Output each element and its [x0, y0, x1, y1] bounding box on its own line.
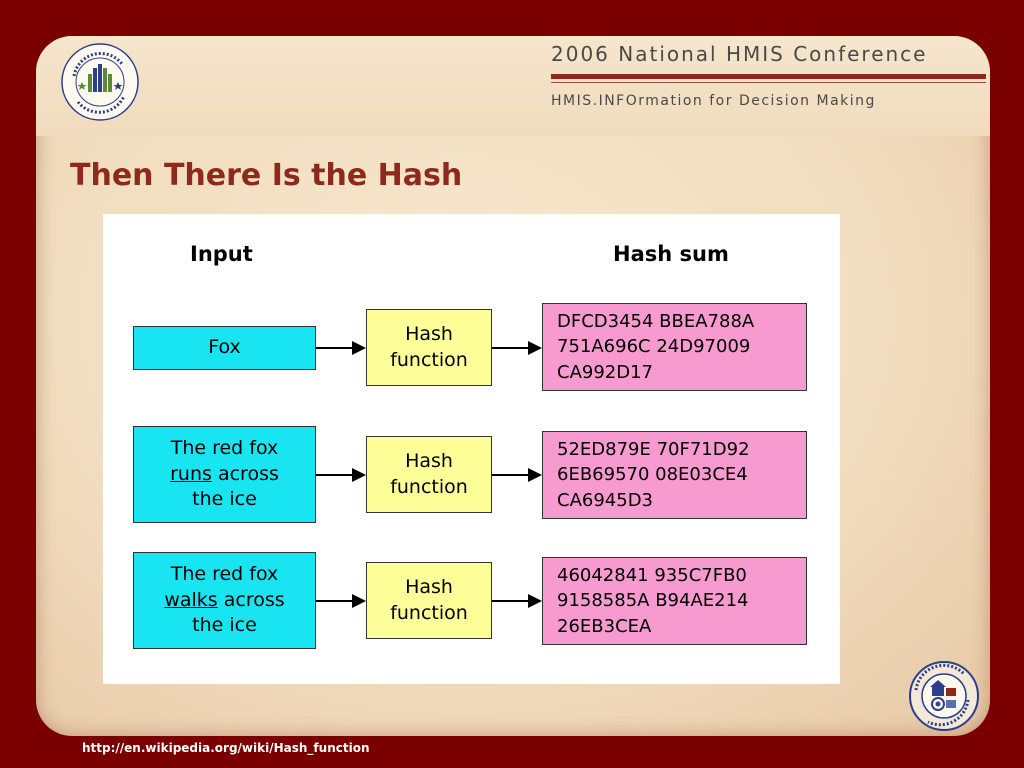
- header-rule: [551, 74, 986, 79]
- underlined-word: walks: [164, 588, 218, 611]
- input-line: Fox: [208, 336, 241, 359]
- header-rule-thin: [551, 82, 986, 83]
- hash-function-box: Hash function: [366, 436, 492, 513]
- hash-sum-box: 46042841 935C7FB0 9158585A B94AE214 26EB…: [542, 557, 807, 645]
- hash-line: CA992D17: [557, 361, 654, 383]
- hash-line: DFCD3454 BBEA788A: [557, 311, 755, 333]
- input-line: walks across: [164, 588, 285, 611]
- hash-sum-column-header: Hash sum: [613, 242, 729, 266]
- hash-sum-box: 52ED879E 70F71D92 6EB69570 08E03CE4 CA69…: [542, 431, 807, 519]
- hash-sum-box: DFCD3454 BBEA788A 751A696C 24D97009 CA99…: [542, 303, 807, 391]
- hash-line: 52ED879E 70F71D92: [557, 439, 750, 461]
- function-line: Hash: [405, 322, 453, 345]
- hash-line: 26EB3CEA: [557, 615, 652, 637]
- arrow-icon: [492, 468, 542, 482]
- slide-title: Then There Is the Hash: [70, 158, 463, 193]
- hash-line: CA6945D3: [557, 489, 654, 511]
- hash-diagram: Input Hash sum Fox Hash function DFCD345…: [103, 214, 840, 684]
- arrow-icon: [316, 468, 366, 482]
- input-line: the ice: [192, 488, 257, 511]
- function-line: Hash: [405, 575, 453, 598]
- arrow-icon: [492, 594, 542, 608]
- function-line: function: [390, 348, 468, 371]
- function-line: function: [390, 601, 468, 624]
- header-band: [36, 36, 990, 136]
- function-line: function: [390, 475, 468, 498]
- hash-function-box: Hash function: [366, 309, 492, 386]
- function-line: Hash: [405, 449, 453, 472]
- hash-line: 751A696C 24D97009: [557, 336, 751, 358]
- input-line: The red fox: [170, 437, 279, 460]
- arrow-icon: [316, 341, 366, 355]
- slide: 2006 National HMIS Conference HMIS.INFOr…: [36, 36, 990, 736]
- conference-tagline: HMIS.INFOrmation for Decision Making: [551, 93, 876, 109]
- input-box-walks: The red fox walks across the ice: [133, 552, 316, 649]
- input-box-fox: Fox: [133, 326, 316, 370]
- input-column-header: Input: [190, 242, 253, 266]
- hash-line: 46042841 935C7FB0: [557, 565, 747, 587]
- arrow-icon: [492, 341, 542, 355]
- input-box-runs: The red fox runs across the ice: [133, 426, 316, 523]
- input-line: the ice: [192, 614, 257, 637]
- conference-seal-logo: [909, 661, 979, 731]
- source-url: http://en.wikipedia.org/wiki/Hash_functi…: [82, 741, 370, 755]
- input-line: The red fox: [170, 563, 279, 586]
- input-line: runs across: [170, 462, 279, 485]
- hash-line: 6EB69570 08E03CE4: [557, 464, 748, 486]
- hud-seal-logo: [61, 43, 139, 121]
- hash-function-box: Hash function: [366, 562, 492, 639]
- hash-line: 9158585A B94AE214: [557, 590, 749, 612]
- arrow-icon: [316, 594, 366, 608]
- conference-title: 2006 National HMIS Conference: [551, 42, 928, 66]
- underlined-word: runs: [170, 462, 212, 485]
